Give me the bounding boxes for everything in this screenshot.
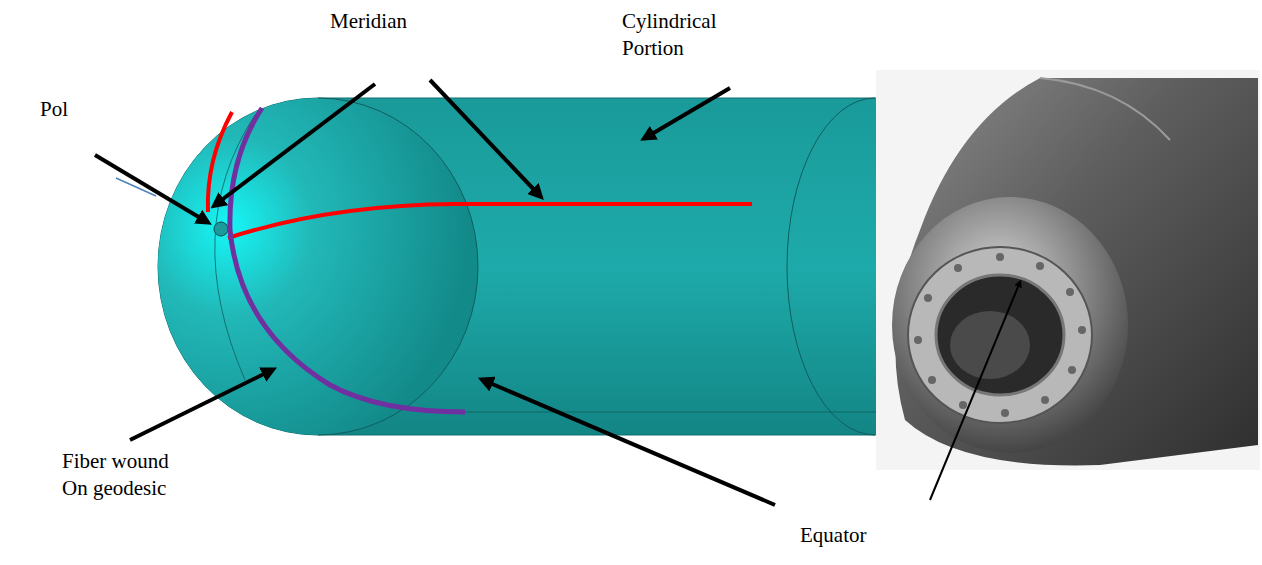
leader-arrow bbox=[130, 370, 272, 440]
leader-arrow bbox=[430, 80, 540, 196]
part-label: Equator bbox=[800, 522, 866, 549]
pole-opening bbox=[214, 222, 228, 236]
photo-bolts bbox=[914, 253, 1086, 417]
equator-line bbox=[318, 98, 478, 435]
vessel-dome bbox=[158, 98, 478, 435]
photo-edge bbox=[1040, 78, 1170, 140]
part-label: Meridian bbox=[330, 8, 407, 35]
leader-arrow bbox=[95, 155, 207, 222]
equator-line bbox=[787, 98, 875, 435]
photo-dome bbox=[892, 197, 1128, 453]
part-label: Pol bbox=[40, 96, 68, 123]
leader-arrow bbox=[930, 282, 1020, 500]
leader-arrow bbox=[645, 88, 730, 138]
photo-background bbox=[876, 70, 1260, 470]
part-label: Cylindrical Portion bbox=[622, 8, 734, 62]
geodesic-fiber bbox=[230, 108, 465, 412]
leader-arrow bbox=[215, 84, 375, 205]
photo-flange bbox=[908, 247, 1092, 423]
vessel-body bbox=[158, 98, 963, 435]
part-label: Fiber wound On geodesic bbox=[62, 448, 190, 502]
meridian-line bbox=[228, 204, 752, 238]
leader-arrow bbox=[483, 380, 775, 505]
photo-opening bbox=[936, 275, 1064, 395]
photo-inner bbox=[950, 311, 1030, 379]
